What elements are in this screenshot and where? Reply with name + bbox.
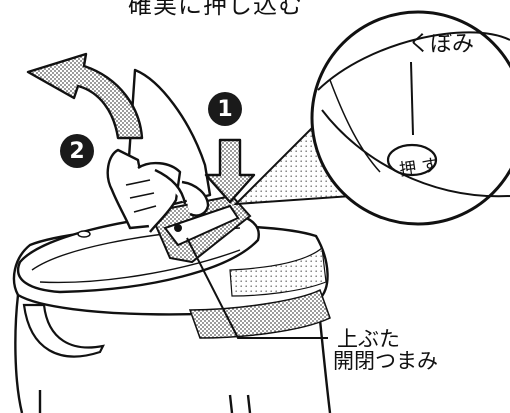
- zoom-circle: [310, 10, 510, 226]
- leader-line: [186, 237, 328, 339]
- pot-shade-right: [229, 246, 327, 297]
- instruction-caption: 確実に押し込む: [128, 0, 303, 19]
- lid-knob-label-line2: 開閉つまみ: [333, 349, 438, 373]
- step-1-badge: 1: [208, 92, 242, 126]
- push-arrow: [204, 138, 256, 204]
- pot-shade-band: [188, 288, 331, 339]
- lid-knob-label-line1: 上ぶた: [337, 327, 400, 351]
- pot-handle: [22, 303, 105, 358]
- hand: [106, 68, 212, 233]
- step-2-badge: 2: [60, 134, 94, 168]
- rotate-arrow: [26, 52, 144, 140]
- lid-knob: [148, 194, 252, 264]
- recess-label: くぼみ: [408, 32, 475, 57]
